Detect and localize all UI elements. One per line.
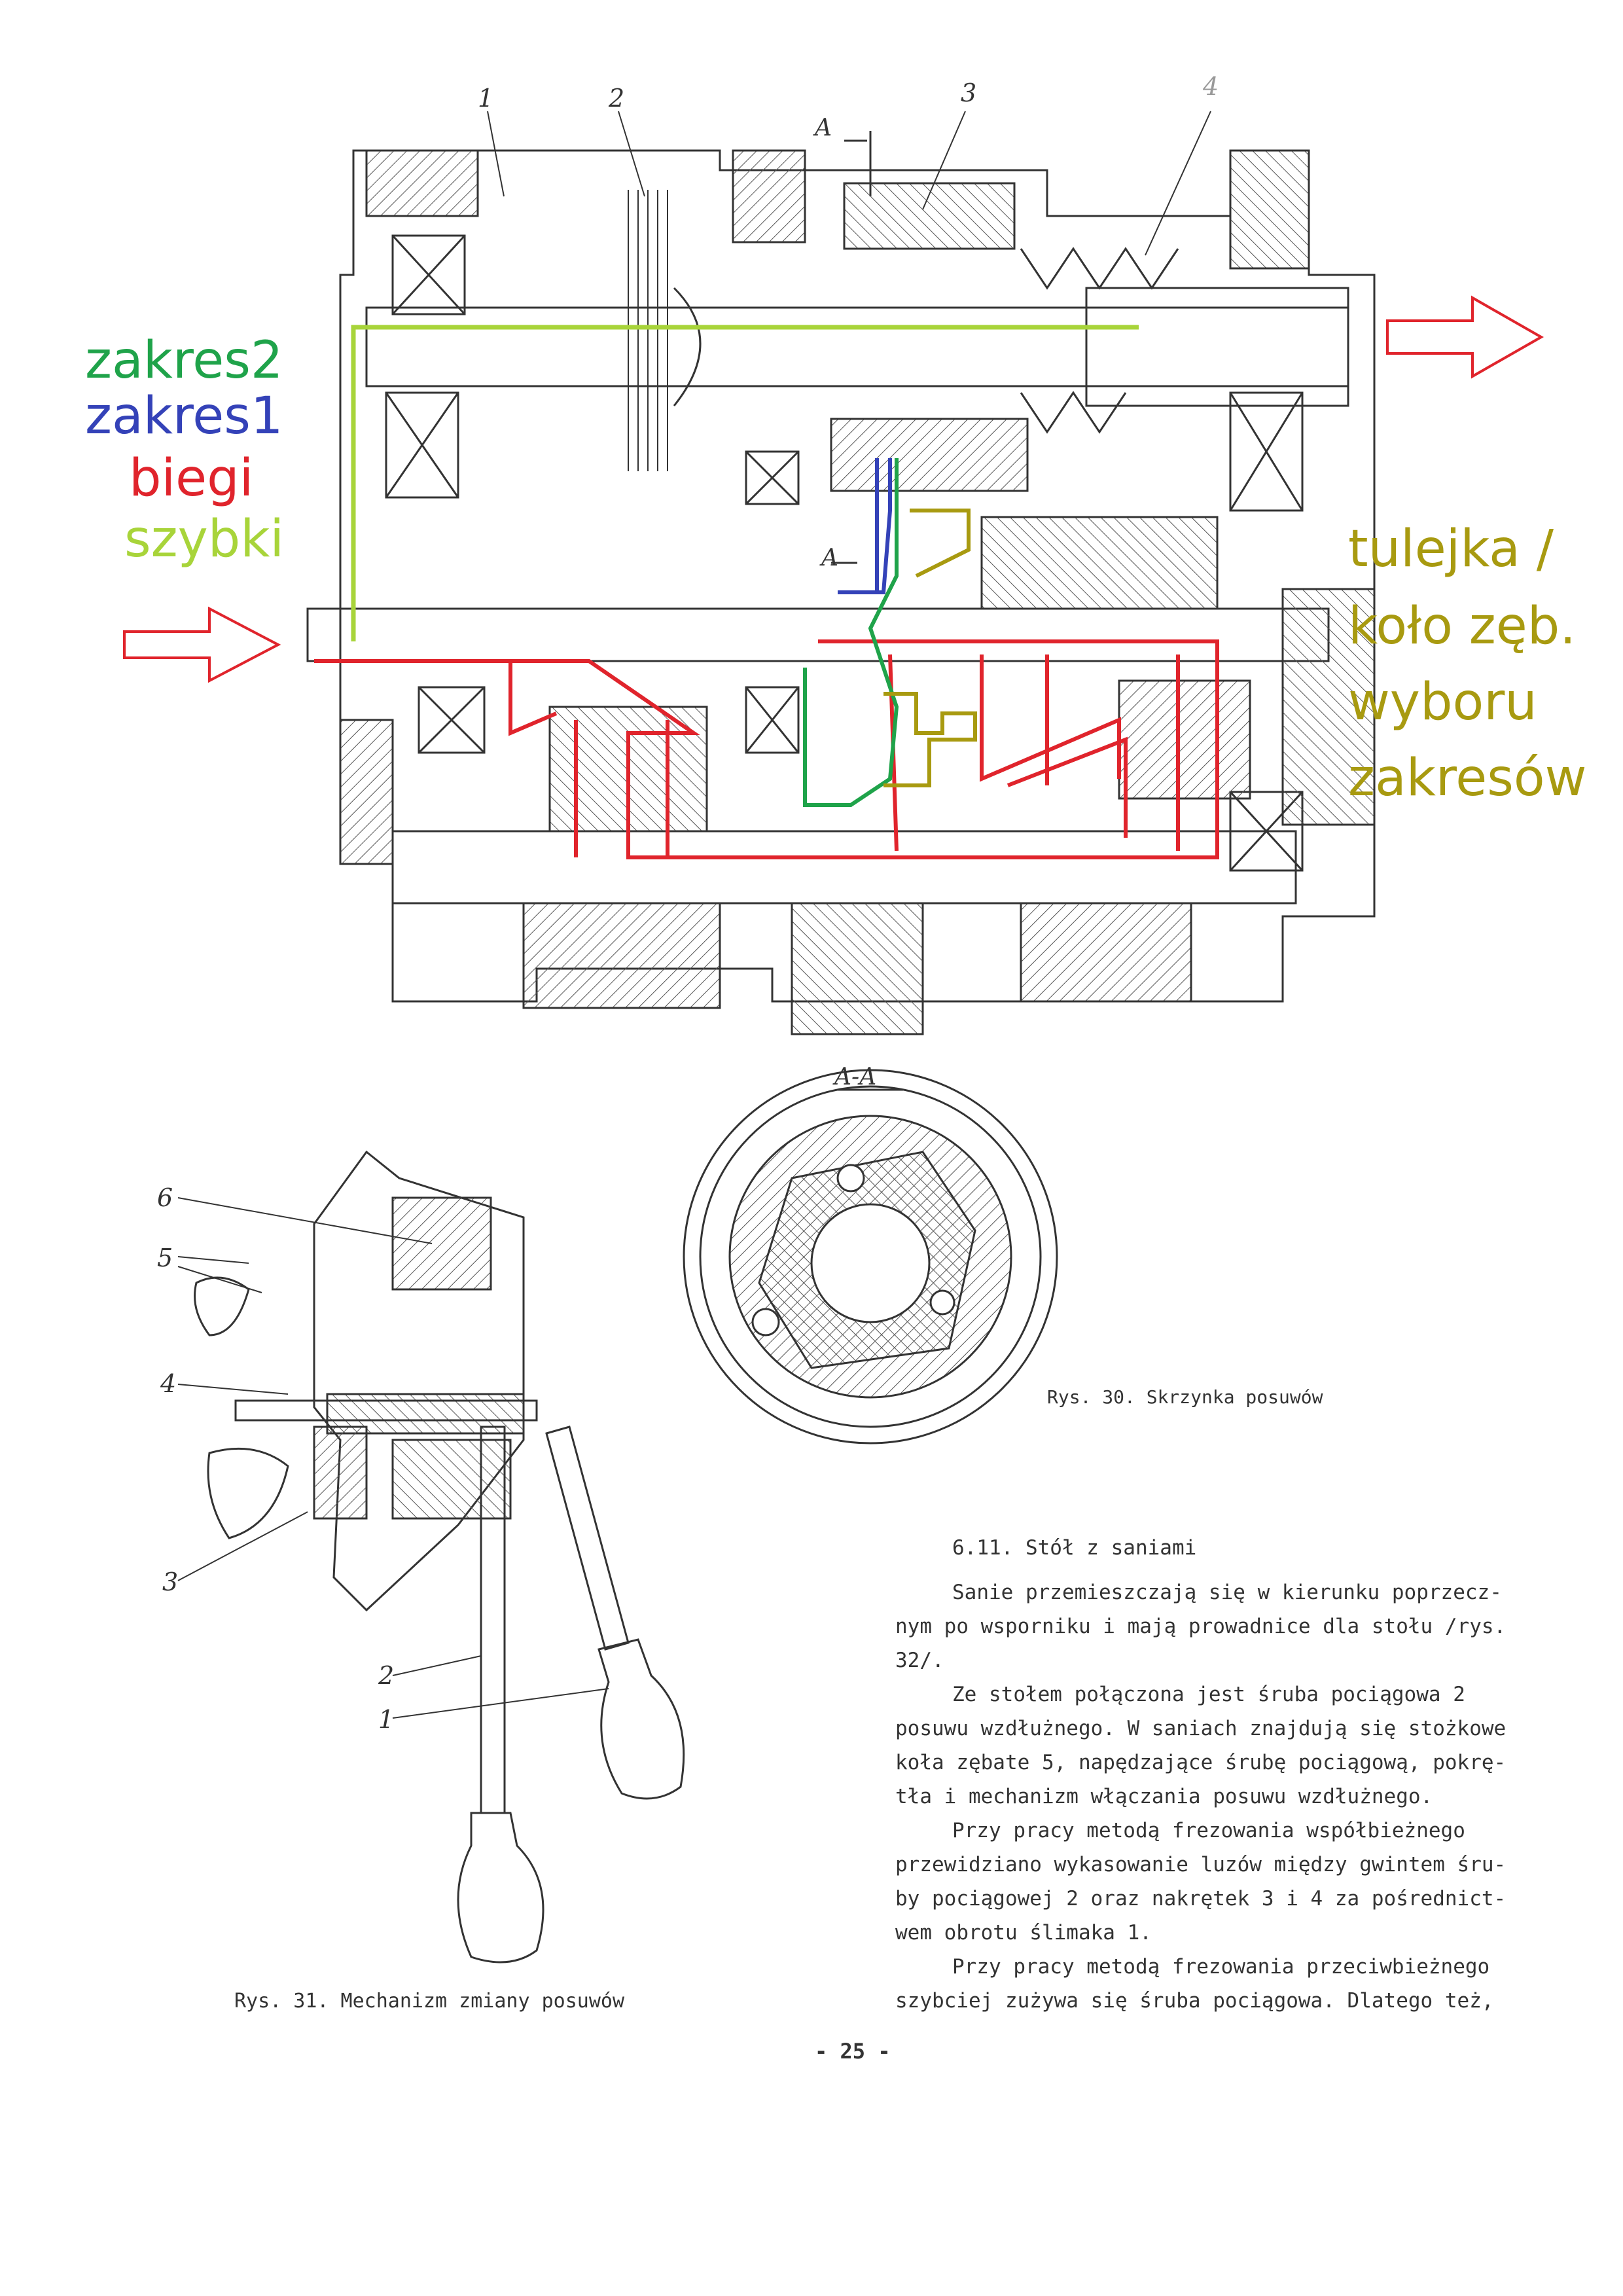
section-aa-drawing — [683, 1069, 1058, 1444]
section-aa-title: A-A — [834, 1064, 877, 1090]
body-line: 32/. — [895, 1649, 944, 1672]
fig31-callout-2: 2 — [378, 1661, 395, 1690]
biegi-path — [314, 639, 1219, 859]
tulejka-label-line1: tulejka / — [1348, 520, 1554, 579]
legend-zakres2: zakres2 — [85, 331, 283, 390]
fig31-callout-3: 3 — [162, 1568, 179, 1596]
fig30-callout-3: 3 — [961, 79, 977, 107]
body-line: Ze stołem połączona jest śruba pociągowa… — [952, 1683, 1465, 1706]
szybki-path — [351, 325, 1139, 641]
legend-biegi: biegi — [129, 449, 254, 508]
fig30-callout-2: 2 — [609, 84, 625, 113]
section-marker-mid: A — [821, 545, 838, 571]
body-line: by pociągowej 2 oraz nakrętek 3 i 4 za p… — [895, 1887, 1507, 1910]
zakres1-path — [838, 458, 892, 594]
section-heading: 6.11. Stół z saniami — [952, 1536, 1197, 1560]
tulejka-label-line4: zakresów — [1348, 749, 1587, 808]
body-line: Przy pracy metodą frezowania przeciwbież… — [952, 1955, 1490, 1979]
body-line: nym po wsporniku i mają prowadnice dla s… — [895, 1615, 1507, 1638]
tulejka-path — [883, 509, 977, 787]
body-line: Przy pracy metodą frezowania współbieżne… — [952, 1819, 1465, 1842]
body-line: przewidziano wykasowanie luzów między gw… — [895, 1853, 1507, 1876]
fig31-callout-6: 6 — [157, 1183, 173, 1212]
page-number: - 25 - — [815, 2039, 891, 2064]
body-line: wem obrotu ślimaka 1. — [895, 1921, 1152, 1945]
fig31-callout-4: 4 — [160, 1369, 177, 1398]
output-arrow — [1386, 295, 1544, 379]
tulejka-label-line3: wyboru — [1348, 673, 1537, 732]
zakres2-path — [803, 458, 899, 807]
fig31-drawing — [194, 1150, 685, 1964]
body-line: Sanie przemieszczają się w kierunku popr… — [952, 1581, 1502, 1604]
section-marker-top: A — [815, 115, 832, 141]
fig31-caption: Rys. 31. Mechanizm zmiany posuwów — [234, 1990, 625, 2013]
tulejka-label-line2: koło zęb. — [1348, 597, 1577, 656]
legend-szybki: szybki — [124, 510, 285, 569]
fig30-callout-4: 4 — [1203, 72, 1219, 101]
fig30-caption: Rys. 30. Skrzynka posuwów — [1047, 1386, 1323, 1408]
input-arrow — [123, 606, 281, 683]
fig30-callout-1: 1 — [478, 84, 494, 113]
body-line: posuwu wzdłużnego. W saniach znajdują si… — [895, 1717, 1507, 1740]
legend-zakres1: zakres1 — [85, 387, 283, 446]
body-line: koła zębate 5, napędzające śrubę pociągo… — [895, 1751, 1507, 1774]
body-line: tła i mechanizm włączania posuwu wzdłużn… — [895, 1785, 1433, 1808]
fig31-callout-5: 5 — [157, 1244, 173, 1272]
fig31-callout-1: 1 — [378, 1705, 395, 1734]
body-line: szybciej zużywa się śruba pociągowa. Dla… — [895, 1989, 1494, 2013]
